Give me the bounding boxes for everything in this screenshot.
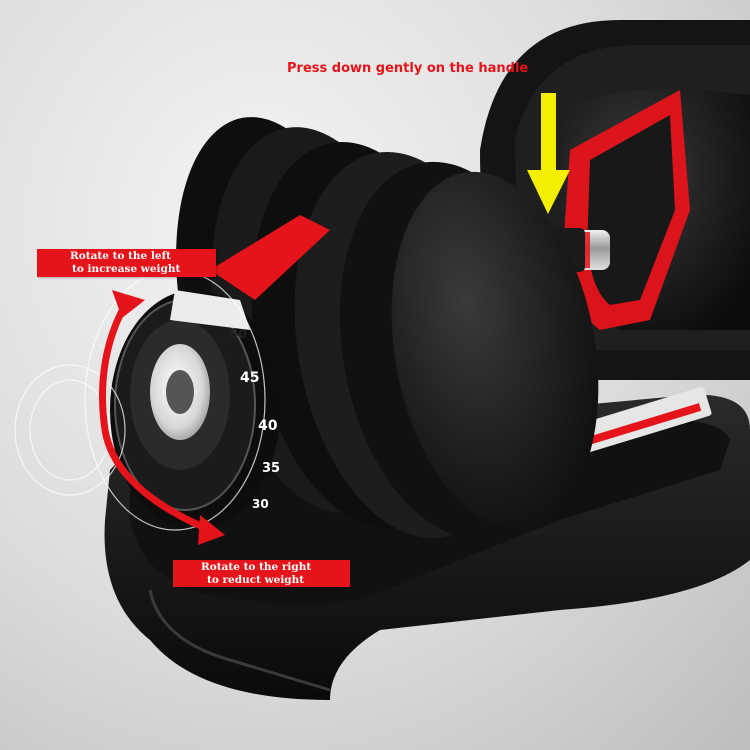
dial-number-40: 40	[258, 418, 278, 434]
dial-number-50: 50	[230, 327, 247, 341]
press-down-arrow	[527, 93, 570, 214]
weight-selector-dial	[110, 290, 280, 530]
dial-number-45: 45	[240, 370, 259, 386]
dial-number-30: 30	[252, 497, 269, 511]
rotate-right-line2: to reduct weight	[207, 574, 305, 586]
rotate-right-line1: Rotate to the right	[201, 561, 312, 573]
rotate-right-callout: Rotate to the right to reduct weight	[173, 560, 350, 587]
press-handle-instruction: Press down gently on the handle	[287, 61, 529, 76]
rotate-direction-arrow	[99, 290, 225, 545]
rotate-left-line2: to increase weight	[72, 263, 181, 275]
rotate-left-callout: Rotate to the left to increase weight	[37, 249, 216, 277]
rotate-left-line1: Rotate to the left	[70, 250, 171, 262]
dial-number-35: 35	[262, 461, 280, 476]
dial-numbers: 50 45 40 35 30	[230, 327, 280, 511]
